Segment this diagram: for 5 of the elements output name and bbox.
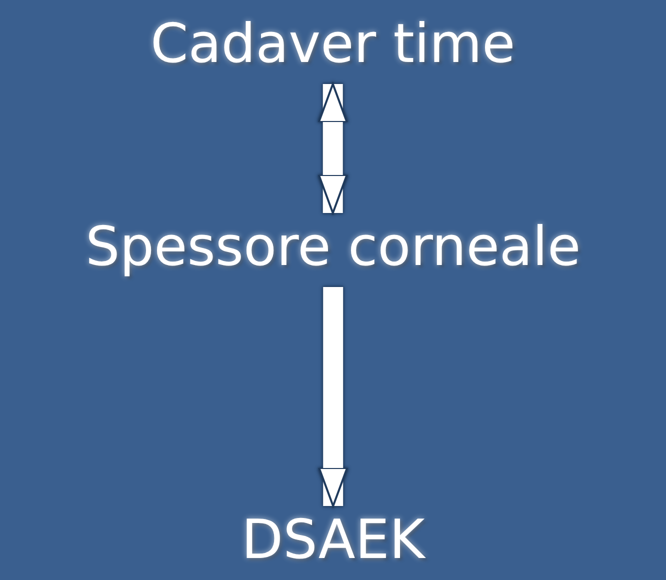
node-text: DSAEK (242, 508, 425, 572)
arrow (318, 287, 348, 507)
double-arrow (318, 83, 348, 214)
node-text: Cadaver time (150, 12, 516, 76)
node-text: Spessore corneale (86, 215, 581, 279)
